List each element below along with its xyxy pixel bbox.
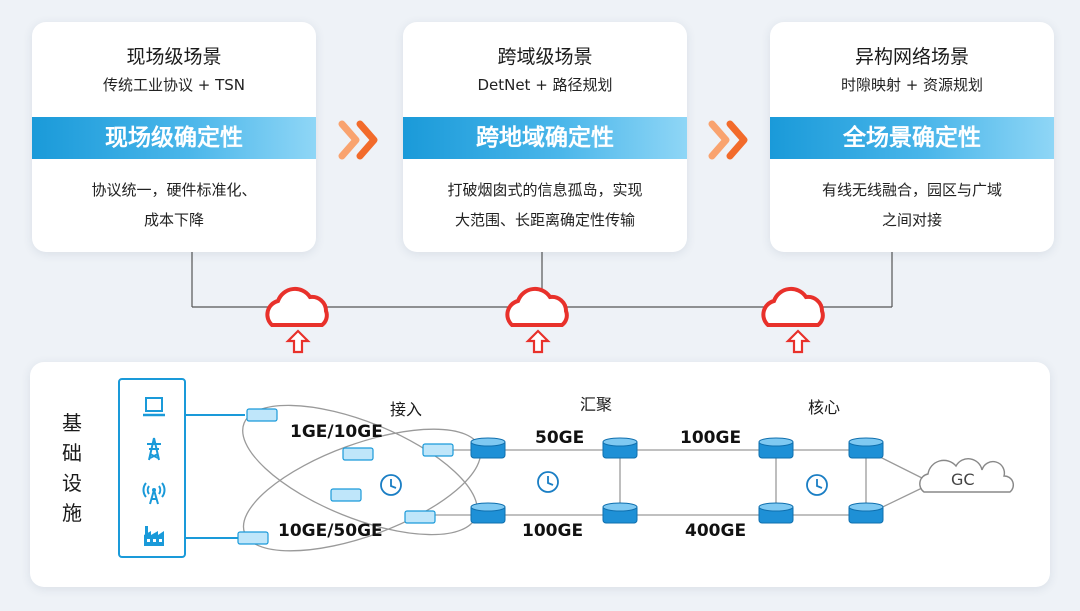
gc-label: GC [951,470,975,489]
access-switch [237,531,269,545]
scenario-card-field: 现场级场景 传统工业协议 + TSN 现场级确定性 协议统一，硬件标准化、 成本… [32,22,316,252]
desc-line: 成本下降 [143,211,204,229]
router-icon [848,437,884,459]
card-banner: 跨地域确定性 [403,117,687,159]
speed-label-access-bottom: 10GE/50GE [278,521,383,541]
factory-icon [144,526,164,546]
desc-line: 有线无线融合，园区与广域 [821,181,1002,199]
cloud-icon [761,286,825,327]
infrastructure-label: 基础设施 [62,411,82,525]
desc-line: 大范围、长距离确定性传输 [454,211,635,229]
router-icon [470,502,506,524]
router-icon [758,502,794,524]
segment-label-core: 核心 [808,398,841,417]
arrow-up-icon [285,329,311,354]
card-title: 异构网络场景 [854,46,969,68]
speed-label-agg-top: 50GE [535,428,585,448]
desc-line: 打破烟囱式的信息孤岛，实现 [447,181,643,199]
card-description: 协议统一，硬件标准化、 成本下降 [50,175,298,235]
router-icon [758,437,794,459]
scenario-card-heterogeneous: 异构网络场景 时隙映射 + 资源规划 全场景确定性 有线无线融合，园区与广域 之… [770,22,1054,252]
clock-icon [806,474,828,496]
clock-icon [380,474,402,496]
arrow-up-icon [525,329,551,354]
arrow-up-icon [785,329,811,354]
access-switch [342,447,374,461]
card-subtitle: 传统工业协议 + TSN [102,76,245,94]
access-switch [246,408,278,422]
access-switch [330,488,362,502]
router-icon [470,437,506,459]
desc-line: 之间对接 [881,211,942,229]
desc-line: 协议统一，硬件标准化、 [91,181,257,199]
card-title: 现场级场景 [126,46,222,68]
clock-icon [537,471,559,493]
gc-cloud-icon [919,458,1014,493]
card-subtitle: 时隙映射 + 资源规划 [840,76,984,94]
device-group [118,378,186,558]
cloud-icon [505,286,569,327]
infrastructure-panel [30,362,1050,587]
speed-label-agg-bottom: 100GE [522,521,584,541]
segment-label-access: 接入 [390,400,423,419]
chevron-right-icon [708,120,748,160]
speed-label-core-bottom: 400GE [685,521,747,541]
card-banner: 全场景确定性 [770,117,1054,159]
speed-label-core-top: 100GE [680,428,742,448]
card-subtitle: DetNet + 路径规划 [477,76,613,94]
wireless-antenna-icon [142,482,166,505]
router-icon [602,502,638,524]
chevron-right-icon [338,120,378,160]
router-icon [848,502,884,524]
card-description: 打破烟囱式的信息孤岛，实现 大范围、长距离确定性传输 [421,175,669,235]
card-description: 有线无线融合，园区与广域 之间对接 [788,175,1036,235]
access-switch [422,443,454,457]
laptop-icon [143,397,165,417]
scenario-card-crossdomain: 跨域级场景 DetNet + 路径规划 跨地域确定性 打破烟囱式的信息孤岛，实现… [403,22,687,252]
router-icon [602,437,638,459]
cloud-icon [265,286,329,327]
access-switch [404,510,436,524]
segment-label-aggregation: 汇聚 [580,395,613,414]
power-tower-icon [147,437,161,461]
card-banner: 现场级确定性 [32,117,316,159]
card-title: 跨域级场景 [497,46,593,68]
speed-label-access-top: 1GE/10GE [290,422,383,442]
